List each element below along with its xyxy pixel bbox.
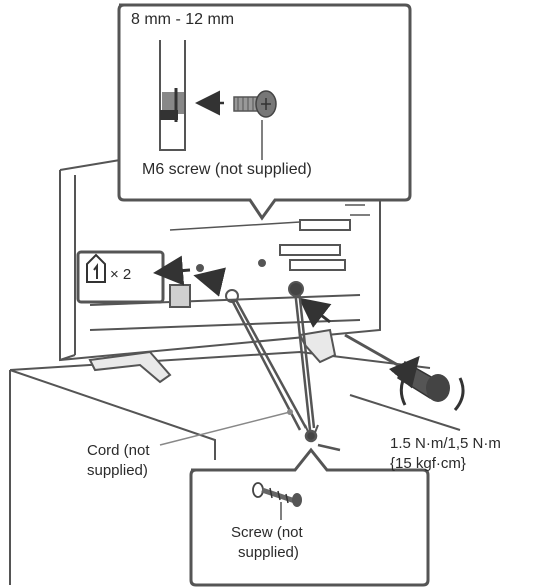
screwdriver-icon — [345, 335, 450, 402]
quantity-label: × 2 — [110, 265, 131, 284]
torque-label-line2: {15 kgf·cm} — [390, 454, 466, 473]
m6-screw-label: M6 screw (not supplied) — [142, 160, 312, 179]
securing-cords — [226, 282, 340, 450]
cord-label-line2: supplied) — [87, 461, 148, 480]
screw-detail-callout — [119, 5, 410, 218]
torque-label-line1: 1.5 N·m/1,5 N·m — [390, 434, 501, 453]
screw-length-label: 8 mm - 12 mm — [131, 10, 234, 29]
screw-label-line2: supplied) — [238, 543, 299, 562]
screw-label-line1: Screw (not — [231, 523, 303, 542]
cord-label-line1: Cord (not — [87, 441, 150, 460]
